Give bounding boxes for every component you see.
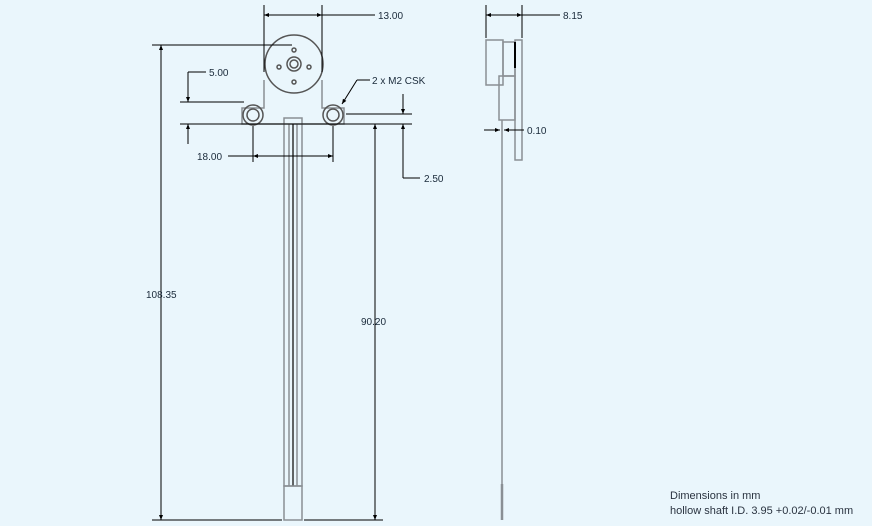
dim-base-offset: 2.50 bbox=[424, 174, 444, 185]
side-view bbox=[485, 39, 523, 520]
dim-hole-spacing: 18.00 bbox=[197, 152, 222, 163]
mount-hole-left bbox=[242, 104, 264, 126]
dim-motor-width: 13.00 bbox=[378, 11, 403, 22]
dim-cable-length: 90.20 bbox=[361, 317, 386, 328]
dim-ear-height: 5.00 bbox=[209, 68, 229, 79]
motor-body bbox=[264, 34, 324, 94]
side-dimensions bbox=[484, 5, 560, 132]
front-dimensions bbox=[152, 5, 420, 521]
dim-overall-length: 108.35 bbox=[146, 290, 177, 301]
units-note: Dimensions in mm bbox=[670, 490, 761, 502]
front-view bbox=[241, 34, 345, 521]
shaft-note: hollow shaft I.D. 3.95 +0.02/-0.01 mm bbox=[670, 505, 854, 517]
dim-side-depth: 8.15 bbox=[563, 11, 583, 22]
screw-note: 2 x M2 CSK bbox=[372, 76, 426, 87]
dim-shaft-offset: 0.10 bbox=[527, 126, 547, 137]
bracket bbox=[241, 80, 345, 125]
mount-hole-right bbox=[322, 104, 344, 126]
cable-connector bbox=[283, 485, 303, 521]
